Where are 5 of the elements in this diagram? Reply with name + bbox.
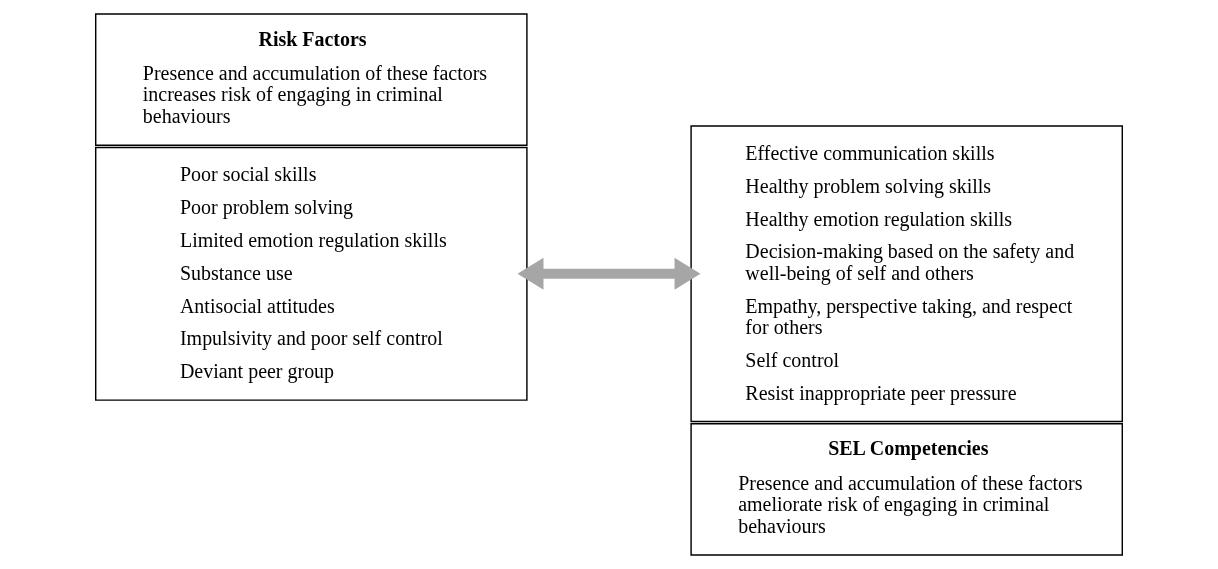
- node-box: Effective communication skills Healthy problem solving skills Healthy emotion regulation skills Decision-making based on the safety and well-being of self and others Empathy, perspective taking, and respect for others Self control Resist inappropriate peer pressure: [690, 125, 1123, 423]
- arrow: [517, 257, 701, 290]
- node-box: SEL Competencies Presence and accumulation of these factors ameliorate risk of engaging in criminal behaviours: [690, 423, 1123, 556]
- node-box: Risk Factors Presence and accumulation of these factors increases risk of engaging in criminal behaviours: [95, 13, 528, 146]
- node-box: Poor social skills Poor problem solving Limited emotion regulation skills Substance use Antisocial attitudes Impulsivity and poor self control Deviant peer group: [95, 146, 528, 401]
